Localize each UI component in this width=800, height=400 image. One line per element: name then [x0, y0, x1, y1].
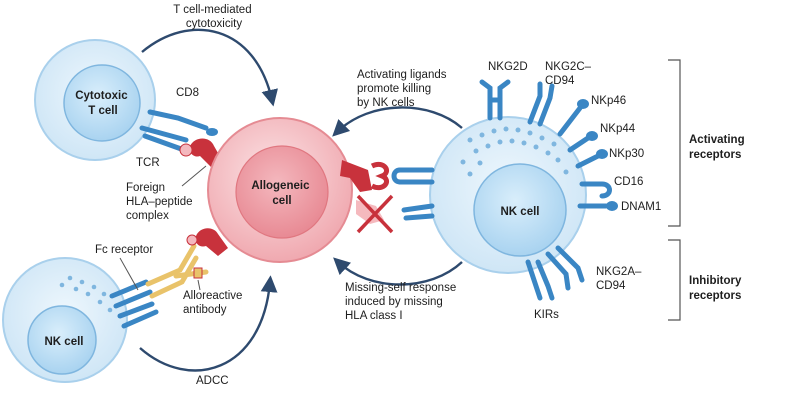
foreign-hla-pointer: [181, 165, 207, 187]
nkp46-label: NKp46: [591, 95, 626, 107]
nk-cell-right-nucleus: [473, 163, 567, 257]
cytotoxic-t-cell-label: Cytotoxic T cell: [75, 90, 131, 117]
cd8-label: CD8: [176, 87, 199, 99]
nkg2d-receptor: [479, 79, 511, 121]
foreign-hla-label: Foreign HLA–peptide complex: [126, 182, 196, 222]
fc-receptor: [109, 279, 159, 329]
missing-hla-cross: [356, 194, 394, 234]
nk-inhibitory-receptor-left: [401, 203, 435, 221]
tcr-label: TCR: [136, 157, 160, 169]
nkg2d-label: NKG2D: [488, 61, 528, 73]
nkg2a-receptor: [545, 245, 585, 291]
cd16-receptor: [579, 181, 612, 199]
alloreactive-antibody-small: [193, 267, 203, 279]
activating-ligands-label: Activating ligands promote killing by NK…: [357, 69, 450, 109]
nkg2c-label: NKG2C– CD94: [545, 61, 594, 87]
nk-activating-receptor-left: [391, 167, 435, 185]
adcc-arrow: [139, 275, 278, 372]
activating-ligands-arrow: [332, 106, 463, 137]
nk-cell-left-label: NK cell: [45, 336, 84, 348]
cytotoxic-t-cell: Cytotoxic T cell: [34, 39, 156, 161]
nkp30-label: NKp30: [609, 148, 644, 160]
alloreactive-antibody-label: Alloreactive antibody: [183, 290, 246, 316]
inhibitory-bracket: [668, 239, 681, 321]
nkg2a-label: NKG2A– CD94: [596, 266, 645, 292]
t-cell-cytotoxicity-label: T cell-mediated cytotoxicity: [173, 4, 255, 30]
missing-self-label: Missing-self response induced by missing…: [345, 282, 459, 322]
inhibitory-receptors-label: Inhibitory receptors: [689, 275, 745, 302]
nk-cell-left-granules: [59, 275, 113, 313]
cd16-label: CD16: [614, 176, 643, 188]
nk-cell-right: NK cell: [429, 116, 587, 274]
allogeneic-hla-bottom: [186, 228, 228, 256]
nkp30-receptor: [575, 149, 608, 169]
kirs-label: KIRs: [534, 309, 559, 321]
nkp46-receptor: [557, 99, 589, 137]
nkp44-label: NKp44: [600, 123, 636, 135]
cd8-receptor: [147, 109, 218, 136]
nk-cell-left: NK cell: [2, 257, 128, 383]
dnam1-receptor: [577, 201, 618, 211]
fc-receptor-pointer: [119, 257, 139, 291]
allogeneic-cell: Allogeneic cell: [207, 117, 353, 263]
adcc-label: ADCC: [196, 375, 229, 387]
kirs-receptor: [525, 259, 555, 301]
nkp44-receptor: [567, 131, 598, 153]
t-cell-nucleus: [63, 64, 141, 142]
dnam1-label: DNAM1: [621, 201, 661, 213]
missing-self-arrow: [333, 257, 463, 286]
allogeneic-cell-label: Allogeneic cell: [251, 180, 312, 207]
allogeneic-nucleus: [235, 145, 329, 239]
alloreactive-pointer: [197, 279, 201, 291]
t-cell-cytotoxicity-arrow: [141, 28, 278, 107]
tcr-receptor: [139, 125, 189, 153]
activating-ligand: [340, 160, 389, 192]
nk-cell-right-label: NK cell: [501, 206, 540, 218]
activating-bracket: [668, 59, 681, 227]
nk-cell-right-granules: [460, 126, 569, 177]
nkg2c-receptor: [527, 81, 555, 127]
activating-receptors-label: Activating receptors: [689, 134, 748, 161]
fc-receptor-label: Fc receptor: [95, 244, 153, 256]
nk-cell-left-nucleus: [27, 305, 97, 375]
